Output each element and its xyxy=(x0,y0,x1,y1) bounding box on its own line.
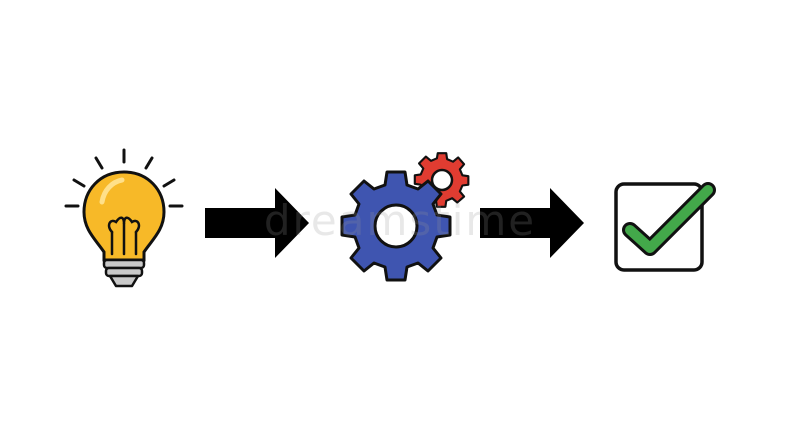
gears-icon xyxy=(340,152,470,282)
arrow-right-icon xyxy=(205,188,309,258)
arrow-right-icon xyxy=(480,188,584,258)
checkbox-checked-icon xyxy=(614,182,716,272)
lightbulb-icon xyxy=(64,148,184,288)
